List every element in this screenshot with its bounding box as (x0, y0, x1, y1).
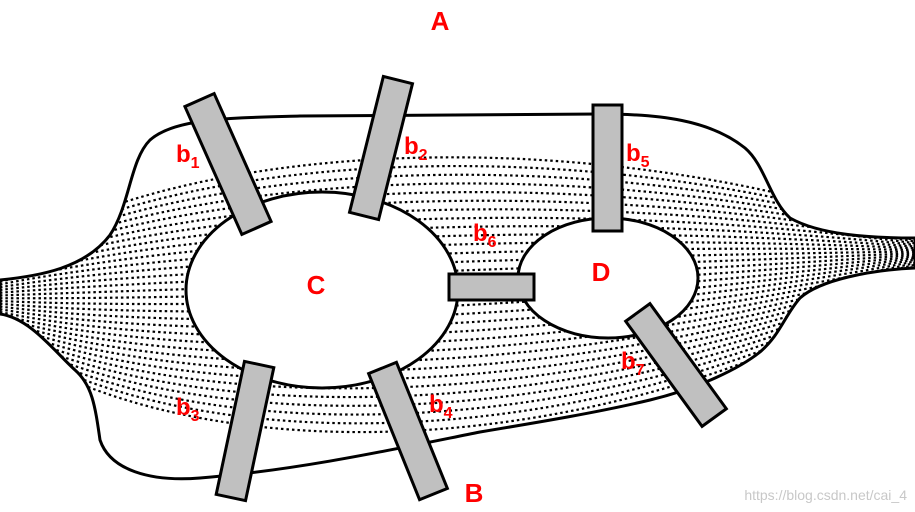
bridge-b5 (591, 103, 624, 233)
flow-line (0, 247, 915, 289)
flow-line (0, 266, 915, 355)
flow-line (0, 275, 915, 399)
flow-line (0, 261, 915, 330)
label-island-d: D (592, 257, 611, 287)
label-bridge-b4: b4 (429, 391, 453, 422)
bridge-b2 (347, 74, 415, 222)
label-island-c: C (307, 270, 326, 300)
label-bridge-b5: b5 (626, 140, 650, 171)
flow-line (0, 265, 915, 347)
flow-line (0, 250, 915, 292)
label-bridge-b6: b6 (473, 220, 497, 251)
label-region-b: B (465, 478, 484, 508)
label-bridge-b7: b7 (621, 348, 645, 379)
bridge-b6 (447, 272, 536, 302)
flow-line (0, 270, 915, 373)
bridge-b3 (214, 359, 276, 503)
flow-line (0, 263, 915, 338)
label-bridge-b1: b1 (176, 141, 200, 172)
flow-line (0, 241, 915, 286)
flow-line (0, 173, 915, 264)
bridge-b7 (623, 301, 729, 429)
flow-line (0, 199, 915, 272)
bridge-b1 (182, 91, 274, 237)
bridge-b4 (366, 360, 450, 502)
label-bridge-b2: b2 (404, 133, 428, 164)
label-region-a: A (431, 6, 450, 36)
flow-line (0, 233, 915, 283)
watermark-text: https://blog.csdn.net/cai_4 (744, 487, 907, 503)
label-bridge-b3: b3 (176, 394, 200, 425)
flow-line (0, 273, 915, 390)
